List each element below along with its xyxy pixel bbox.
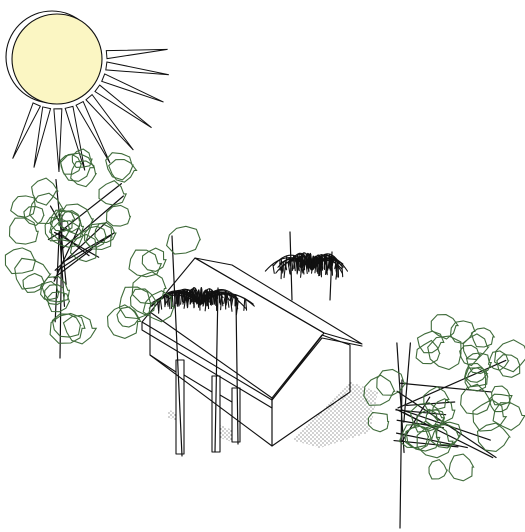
sun-disc [12,14,102,104]
palm-tree-back [265,232,347,300]
sun-icon [6,11,169,172]
house-roof-front [142,258,324,400]
house-ground-shadow [292,382,378,448]
house-fascia [142,322,272,408]
house-front-wall [150,312,272,446]
tree-right [364,315,525,528]
porch-posts [150,355,240,454]
